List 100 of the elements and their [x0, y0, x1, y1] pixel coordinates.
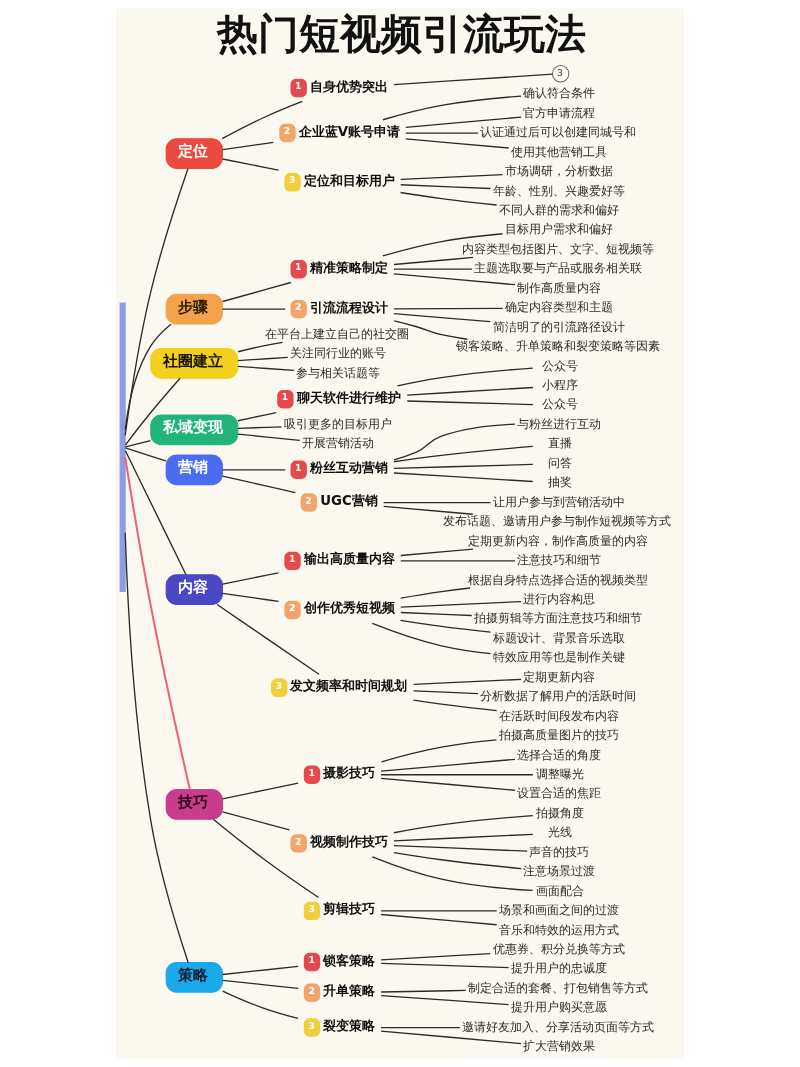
- connector: [383, 505, 474, 515]
- node-label: 引流流程设计: [309, 299, 388, 315]
- node-text: 扩大营销效果: [523, 1039, 596, 1054]
- node-text: 画面配合: [535, 883, 584, 898]
- node-text: 官方申请流程: [523, 105, 596, 120]
- node-text: 音乐和特效的运用方式: [498, 922, 619, 937]
- node-text: 注意技巧和细节: [517, 553, 602, 568]
- connector: [405, 116, 522, 128]
- connector: [405, 138, 510, 149]
- node-text: 目标用户需求和偏好: [504, 222, 613, 237]
- node-text: 注意场景过渡: [523, 864, 596, 879]
- connector: [412, 690, 479, 695]
- node-text: 让用户参与到营销活动中: [492, 494, 625, 509]
- node-label: 裂变策略: [323, 1018, 376, 1034]
- connector: [380, 1026, 461, 1029]
- connector: [124, 532, 189, 964]
- node-text: 拍摄剪辑等方面注意技巧和细节: [474, 611, 643, 626]
- connector: [400, 587, 471, 599]
- connector: [396, 367, 534, 387]
- node-text: 制定合适的套餐、打包销售等方式: [468, 980, 649, 995]
- connector: [400, 173, 504, 181]
- node-label: UGC营销: [320, 493, 378, 508]
- connector: [393, 814, 534, 834]
- connector: [221, 811, 291, 831]
- connector: [221, 572, 280, 585]
- connector: [124, 323, 172, 431]
- node-text: 公众号: [541, 358, 578, 373]
- connector: [400, 560, 516, 562]
- connector: [393, 463, 534, 469]
- connector: [221, 281, 292, 303]
- node-text: 确认符合条件: [523, 86, 596, 101]
- node-text: 公众号: [541, 397, 578, 412]
- connector: [406, 386, 534, 396]
- connector: [380, 758, 516, 772]
- node-text: 市场调研，分析数据: [504, 164, 613, 179]
- connector: [237, 433, 301, 441]
- node-box: 策略: [165, 962, 223, 993]
- node-text: 简洁明了的引流路径设计: [492, 319, 625, 334]
- connector: [221, 141, 275, 151]
- connector: [400, 548, 474, 557]
- node-label: 输出高质量内容: [303, 551, 395, 567]
- node-text: 开展营销活动: [302, 436, 375, 451]
- node-text: 在活跃时间段发布内容: [498, 708, 619, 723]
- node-label: 企业蓝V账号申请: [298, 123, 400, 139]
- node-text: 标题设计、背景音乐选取: [492, 630, 625, 645]
- connector: [380, 994, 510, 1006]
- connector: [399, 619, 492, 633]
- connector: [393, 472, 534, 483]
- connector: [221, 469, 286, 471]
- node-text: 根据自身特点选择合适的视频类型: [468, 572, 649, 587]
- connector: [393, 312, 491, 323]
- connector: [399, 191, 498, 206]
- node-text: 年龄、性别、兴趣爱好等: [492, 183, 625, 198]
- node-text: 主题选取要与产品或服务相关联: [474, 261, 643, 276]
- node-text: 优惠券、积分兑换等方式: [492, 941, 625, 956]
- connector: [212, 818, 320, 899]
- node-text: 不同人群的需求和偏好: [498, 203, 619, 218]
- node-circle: 3: [552, 65, 570, 83]
- diagram-title: 热门短视频引流玩法: [216, 10, 586, 59]
- node-text: 调整曝光: [535, 766, 584, 781]
- connector: [221, 965, 299, 976]
- node-box: 技巧: [165, 789, 223, 820]
- node-label: 视频制作技巧: [309, 833, 388, 849]
- connector: [393, 423, 516, 461]
- connector: [382, 95, 522, 121]
- node-label: 摄影技巧: [323, 765, 376, 781]
- connector: [400, 611, 473, 617]
- node-label: 剪辑技巧: [323, 901, 376, 917]
- node-text: 拍摄高质量图片的技巧: [498, 728, 619, 743]
- connector: [393, 268, 473, 270]
- connector: [406, 400, 534, 406]
- node-text: 关注同行业的账号: [289, 346, 386, 361]
- node-box: 步骤: [165, 293, 223, 325]
- node-text: 特效应用等也是制作关键: [492, 650, 625, 665]
- node-text: 直播: [547, 436, 572, 451]
- node-text: 提升用户的忠诚度: [511, 961, 608, 976]
- connector: [412, 678, 522, 686]
- node-text: 发布话题、邀请用户参与制作短视频等方式: [443, 514, 672, 529]
- node-label: 定位和目标用户: [303, 172, 395, 188]
- connector: [380, 953, 491, 961]
- connector: [371, 856, 534, 892]
- node-box: 内容: [165, 574, 223, 605]
- connector: [221, 782, 299, 800]
- connector: [393, 445, 534, 463]
- connector: [237, 341, 284, 353]
- node-box: 社圈建立: [150, 348, 239, 379]
- connector: [237, 426, 283, 429]
- node-box: 定位: [165, 138, 223, 169]
- node-text: 锁客策略、升单策略和裂变策略等因素: [455, 339, 660, 354]
- node-text: 声音的技巧: [529, 844, 590, 859]
- node-text: 确定内容类型和主题: [504, 300, 613, 315]
- connector: [124, 450, 187, 576]
- connector: [393, 833, 534, 842]
- node-label: 聊天软件进行维护: [296, 389, 401, 405]
- node-label: 升单策略: [323, 983, 376, 999]
- connector: [221, 100, 303, 140]
- node-label: 创作优秀短视频: [303, 600, 395, 616]
- node-text: 定期更新内容: [523, 669, 596, 684]
- connector: [124, 377, 181, 446]
- connector: [380, 989, 467, 993]
